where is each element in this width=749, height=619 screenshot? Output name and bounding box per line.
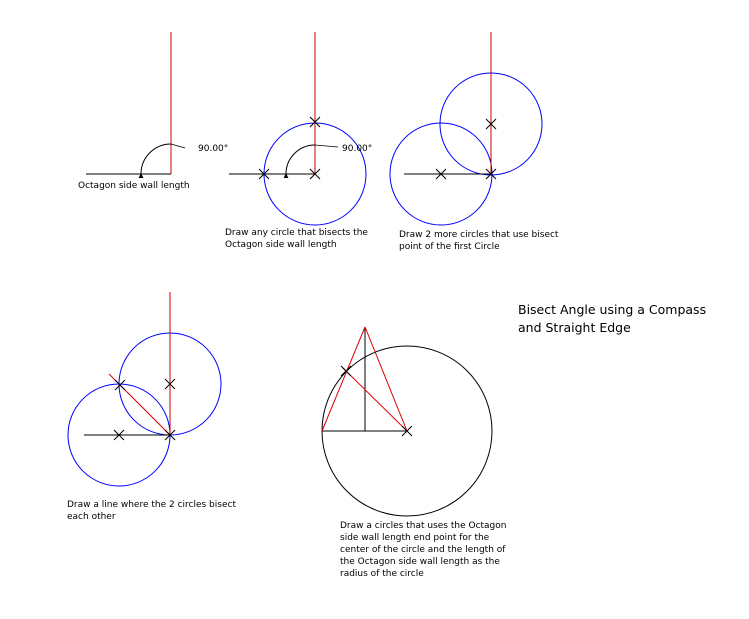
angle-label: 90.00° bbox=[342, 144, 372, 154]
bisector-line bbox=[342, 367, 408, 432]
circle-left bbox=[389, 122, 493, 226]
step4-caption: Draw a line where the 2 circles bisect e… bbox=[67, 500, 236, 522]
bisect-marks bbox=[435, 118, 497, 180]
angle-arc bbox=[283, 144, 316, 179]
step5-figure bbox=[321, 326, 493, 517]
step1-caption: Octagon side wall length bbox=[78, 181, 190, 191]
dim-leader bbox=[170, 143, 186, 149]
triangle-left-side bbox=[321, 326, 366, 432]
bisect-marks bbox=[258, 116, 321, 180]
diagram-title: Bisect Angle using a Compass and Straigh… bbox=[518, 302, 707, 335]
triangle-right-side bbox=[364, 326, 408, 432]
bisect-marks bbox=[340, 365, 413, 437]
step5-caption: Draw a circles that uses the Octagon sid… bbox=[340, 521, 507, 579]
step3-caption: Draw 2 more circles that use bisect poin… bbox=[399, 230, 559, 252]
step3-figure bbox=[389, 32, 543, 226]
step2-caption: Draw any circle that bisects the Octagon… bbox=[225, 228, 368, 250]
angle-arc bbox=[138, 143, 172, 179]
angle-label: 90.00° bbox=[198, 144, 228, 154]
dim-leader bbox=[314, 144, 339, 148]
step4-figure bbox=[67, 292, 222, 487]
step2-figure: 90.00° bbox=[229, 32, 372, 226]
bisect-marks bbox=[113, 378, 176, 441]
step1-figure: 90.00° bbox=[86, 32, 228, 179]
